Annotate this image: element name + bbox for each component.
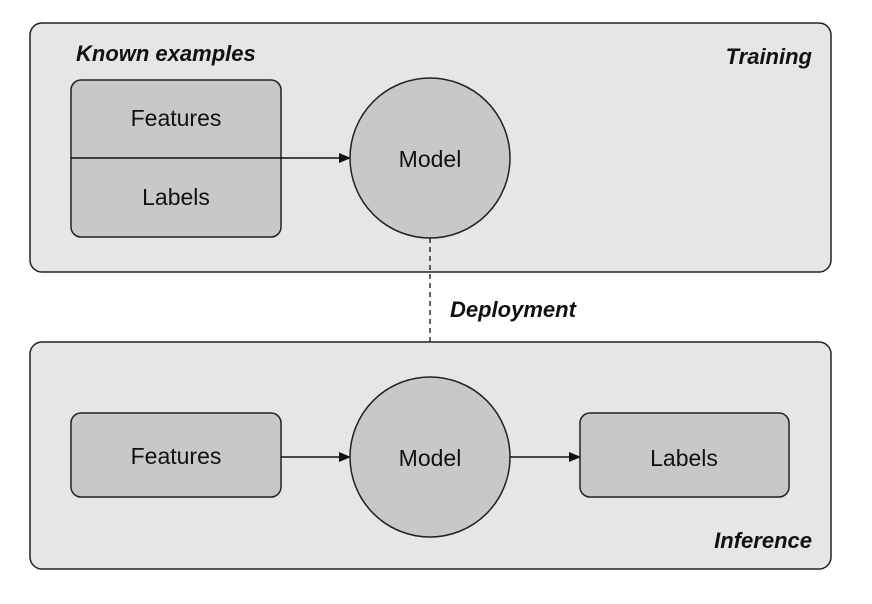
inference-model-label: Model [399, 445, 462, 471]
inference-labels-label: Labels [650, 445, 718, 471]
training-panel: Training Known examples Features Labels … [29, 22, 832, 273]
inference-features-label: Features [131, 443, 222, 469]
inference-panel: Inference Features Model Labels [29, 341, 832, 570]
training-features-label: Features [131, 105, 222, 131]
training-model-label: Model [399, 146, 462, 172]
inference-title: Inference [714, 528, 812, 553]
inference-labels-box: Labels [579, 412, 790, 498]
training-labels-label: Labels [142, 184, 210, 210]
training-title: Training [726, 44, 813, 69]
inference-features-box: Features [70, 412, 282, 498]
inference-model-node: Model [349, 376, 511, 538]
training-model-node: Model [349, 77, 511, 239]
known-examples-title: Known examples [76, 41, 256, 66]
deployment-label: Deployment [450, 297, 578, 322]
